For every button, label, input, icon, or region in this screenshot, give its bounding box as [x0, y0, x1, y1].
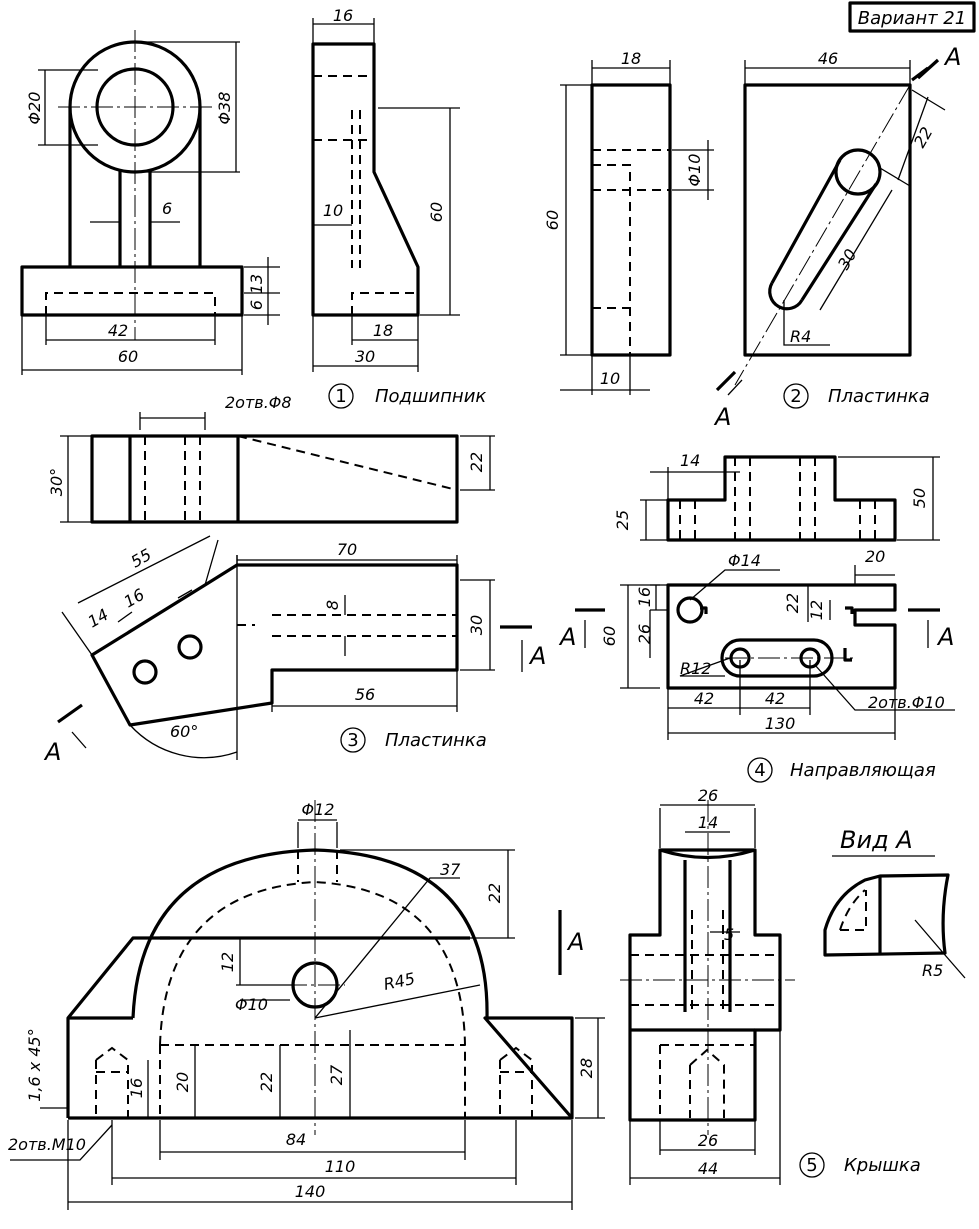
dim-p5-h20: 20	[173, 1072, 192, 1092]
part-2-plate: 18 60 Φ10 10 46 22 30 R4 A A 2 Пластинка	[543, 43, 961, 431]
dim-t6: 6	[162, 199, 172, 218]
section-mark-a-top: A	[943, 43, 961, 71]
section-mark-a-p3-right: A	[528, 642, 546, 670]
section-mark-a-p5: A	[566, 928, 584, 956]
dim-p4-w130: 130	[765, 714, 796, 733]
dim-p3-l56: 56	[355, 685, 375, 704]
dim-p3-h8: 8	[323, 600, 342, 610]
dim-p4-holes: 2отв.Φ10	[868, 693, 945, 712]
part-5-name: Крышка	[844, 1155, 921, 1176]
dim-p2-w46: 46	[818, 49, 838, 68]
dim-h6: 6	[247, 300, 266, 310]
dim-p4-r12: R12	[680, 659, 711, 678]
dim-p5-r5: R5	[922, 961, 943, 980]
dim-p3-l14: 14	[85, 605, 112, 632]
dim-p5-w5: 5	[724, 925, 734, 944]
part-5-cover: Φ12 37 22 12 Φ10 R45 1,6 x 45° 16 20 22 …	[8, 786, 966, 1210]
dim-p5-h16: 16	[127, 1078, 146, 1098]
dim-d38: Φ38	[215, 92, 234, 125]
dim-p5-w14: 14	[698, 813, 718, 832]
dim-p5-chamfer: 1,6 x 45°	[25, 1028, 44, 1101]
section-mark-a-p4-left: A	[558, 623, 576, 651]
dim-h60: 60	[427, 202, 446, 222]
dim-p3-a30: 30°	[47, 468, 66, 496]
dim-w18: 18	[373, 321, 393, 340]
part-2-name: Пластинка	[828, 386, 930, 407]
part-2-number: 2	[790, 386, 801, 407]
dim-p4-w20: 20	[865, 547, 885, 566]
dim-p2-d22: 22	[910, 124, 937, 151]
dim-p5-w44: 44	[698, 1159, 718, 1178]
dim-p5-w140: 140	[295, 1182, 326, 1201]
dim-p5-h28: 28	[577, 1058, 596, 1078]
part-1-name: Подшипник	[375, 386, 486, 407]
dim-p5-r45: R45	[382, 969, 417, 994]
dim-p5-d10: Φ10	[235, 995, 268, 1014]
dim-p5-h22b: 22	[257, 1072, 276, 1092]
dim-p2-d10: Φ10	[685, 154, 704, 187]
dim-w42: 42	[108, 321, 128, 340]
dim-p5-holes: 2отв.М10	[8, 1135, 86, 1154]
dim-p5-r37: 37	[440, 860, 461, 879]
part-3-name: Пластинка	[385, 730, 487, 751]
dim-p4-d14: Φ14	[728, 551, 761, 570]
dim-p5-h22a: 22	[485, 883, 504, 903]
dim-w16: 16	[333, 6, 353, 25]
dim-p3-l16: 16	[121, 585, 148, 612]
part-4-number: 4	[754, 760, 765, 781]
variant-box: Вариант 21	[848, 1, 976, 33]
dim-p5-w110: 110	[325, 1157, 356, 1176]
dim-p5-w26bot: 26	[698, 1131, 718, 1150]
dim-p4-h22: 22	[783, 593, 802, 613]
dim-d20: Φ20	[25, 92, 44, 125]
part-5-number: 5	[806, 1155, 817, 1176]
dim-p4-h50: 50	[910, 488, 929, 508]
dim-p5-h12: 12	[218, 952, 237, 972]
dim-p4-w42b: 42	[765, 689, 785, 708]
dim-p3-h22: 22	[467, 452, 486, 472]
dim-p4-h25: 25	[613, 510, 632, 530]
dim-p3-l70: 70	[337, 540, 357, 559]
dim-w30: 30	[355, 347, 375, 366]
dim-p5-w26top: 26	[698, 786, 718, 805]
dim-p2-r4: R4	[790, 327, 811, 346]
dim-p5-w84: 84	[286, 1130, 306, 1149]
dim-p2-w18: 18	[621, 49, 641, 68]
dim-w60: 60	[118, 347, 138, 366]
dim-p3-holes: 2отв.Φ8	[225, 393, 292, 412]
part-1-number: 1	[335, 386, 346, 407]
dim-h13: 13	[247, 274, 266, 294]
dim-p3-h30: 30	[467, 615, 486, 635]
dim-p4-w42a: 42	[694, 689, 714, 708]
part-3-plate: 2отв.Φ8 30° 22 55 16 14 60° 70 8 30 56 A…	[43, 393, 546, 766]
dim-p4-h60: 60	[600, 626, 619, 646]
part-1-bearing: Φ20 Φ38 6 42 60 13 6 16 10 60 18 30 1 По…	[20, 6, 486, 409]
variant-label: Вариант 21	[858, 8, 966, 29]
dim-p4-h26: 26	[635, 624, 654, 644]
dim-p5-h27: 27	[327, 1064, 346, 1085]
dim-p4-h16: 16	[635, 587, 654, 607]
dim-p4-h12: 12	[807, 600, 826, 620]
view-a-title: Вид А	[840, 826, 913, 854]
part-4-name: Направляющая	[790, 760, 936, 781]
dim-p3-l55: 55	[128, 545, 155, 572]
part-4-guide: 14 25 50 Φ14 20 16 60 26 22 12 R12 42 42…	[558, 451, 955, 783]
dim-h10: 10	[323, 201, 343, 220]
dim-p4-w14: 14	[680, 451, 700, 470]
dim-p2-w10: 10	[600, 369, 620, 388]
section-mark-a-bottom: A	[713, 403, 731, 431]
section-mark-a-p3-left: A	[43, 738, 61, 766]
dim-p5-d12: Φ12	[302, 800, 335, 819]
section-mark-a-p4-right: A	[936, 623, 954, 651]
part-3-number: 3	[347, 730, 358, 751]
dim-p2-h60: 60	[543, 210, 562, 230]
dim-p3-a60: 60°	[170, 722, 198, 741]
